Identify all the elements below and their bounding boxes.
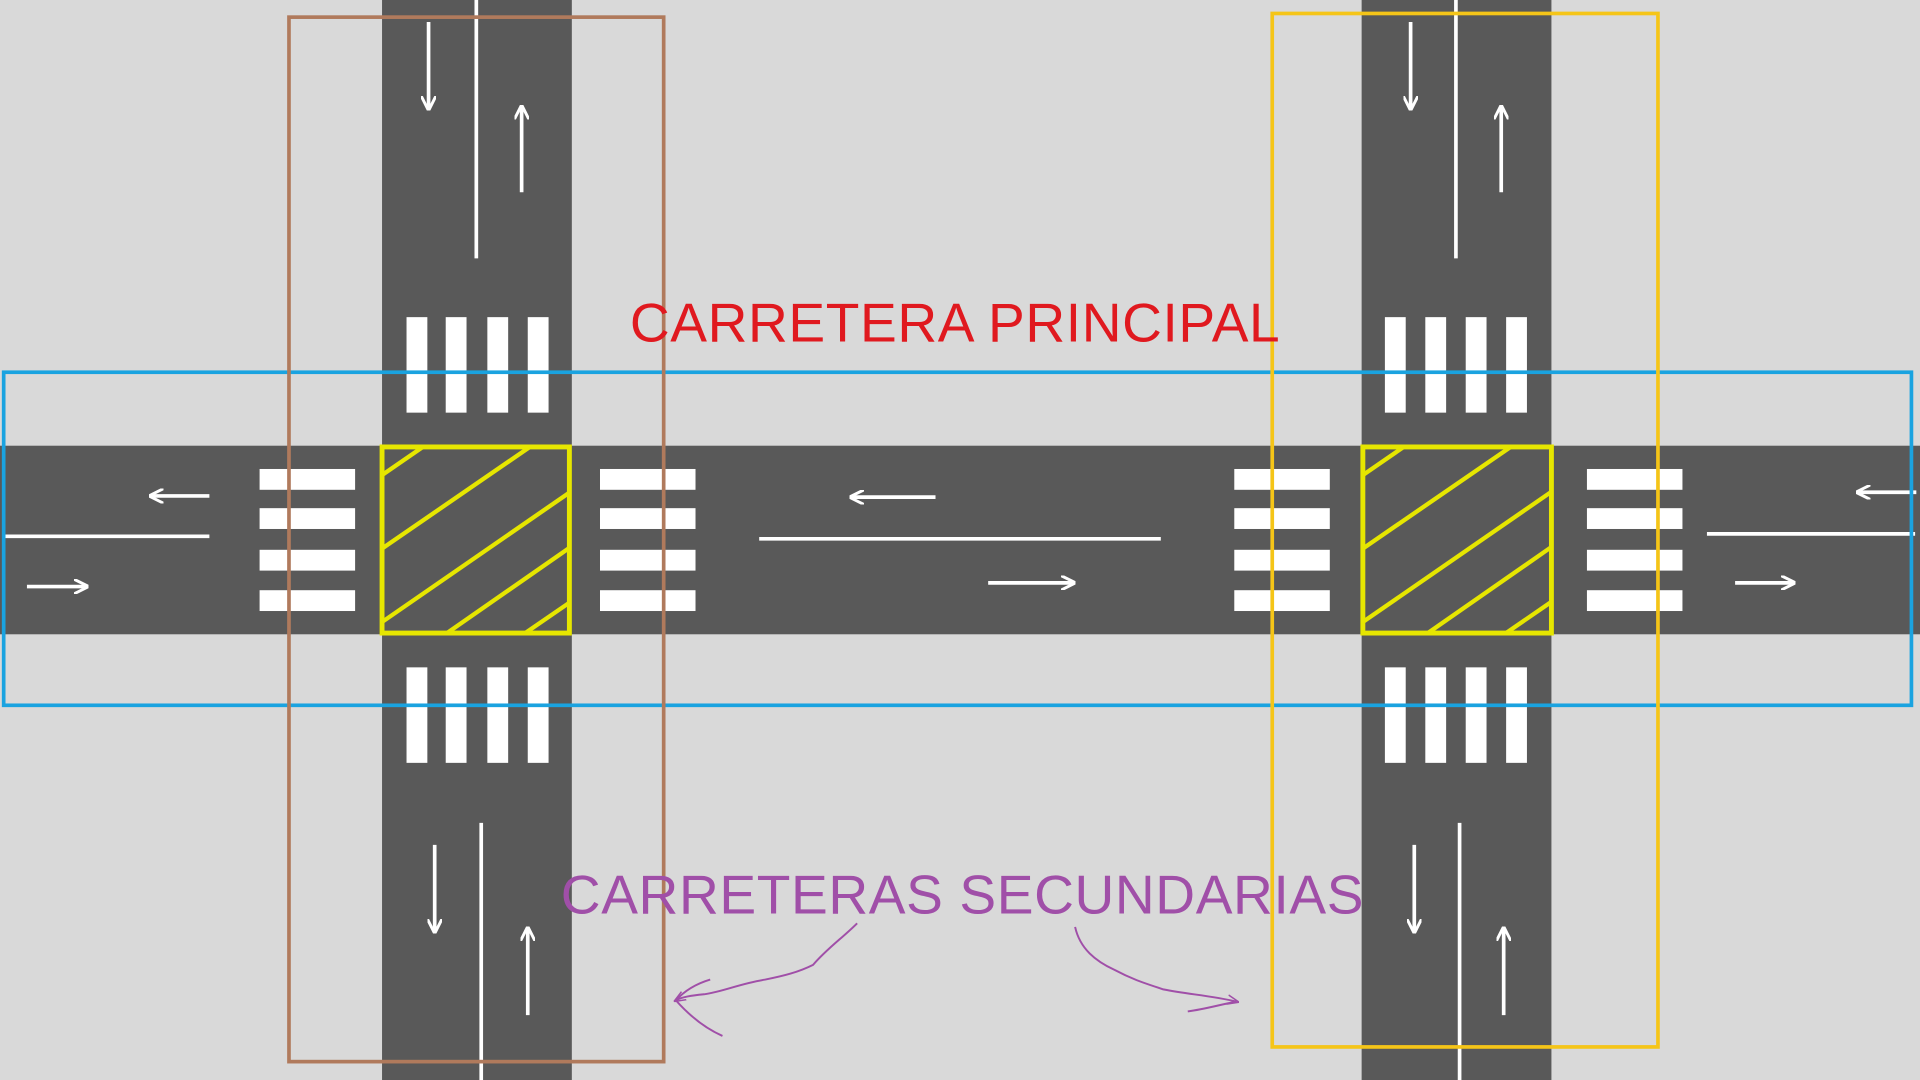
crosswalk-right-south [1384,667,1527,763]
secondary-road-center-lines [474,0,1462,1080]
crosswalk-left-north [406,317,549,413]
left-secondary-frame [287,15,666,1064]
main-road-frame [1,370,1914,708]
crosswalk-right-north [1384,317,1527,413]
curved-arrow-icon [1074,926,1237,1013]
box-junction-right [1360,444,1554,636]
right-secondary-frame [1270,11,1660,1049]
direction-arrows [26,22,1917,1016]
crosswalk-left-south [406,667,549,763]
curved-arrow-icon [676,922,858,1037]
main-road-label: CARRETERA PRINCIPAL [630,292,1280,354]
crosswalk-left-west [259,468,356,612]
crosswalk-left-east [600,468,696,612]
main-road-center-lines [4,532,1916,541]
secondary-roads-label: CARRETERAS SECUNDARIAS [561,863,1364,925]
crosswalk-right-west [1234,468,1330,612]
box-junction-left [379,444,572,636]
